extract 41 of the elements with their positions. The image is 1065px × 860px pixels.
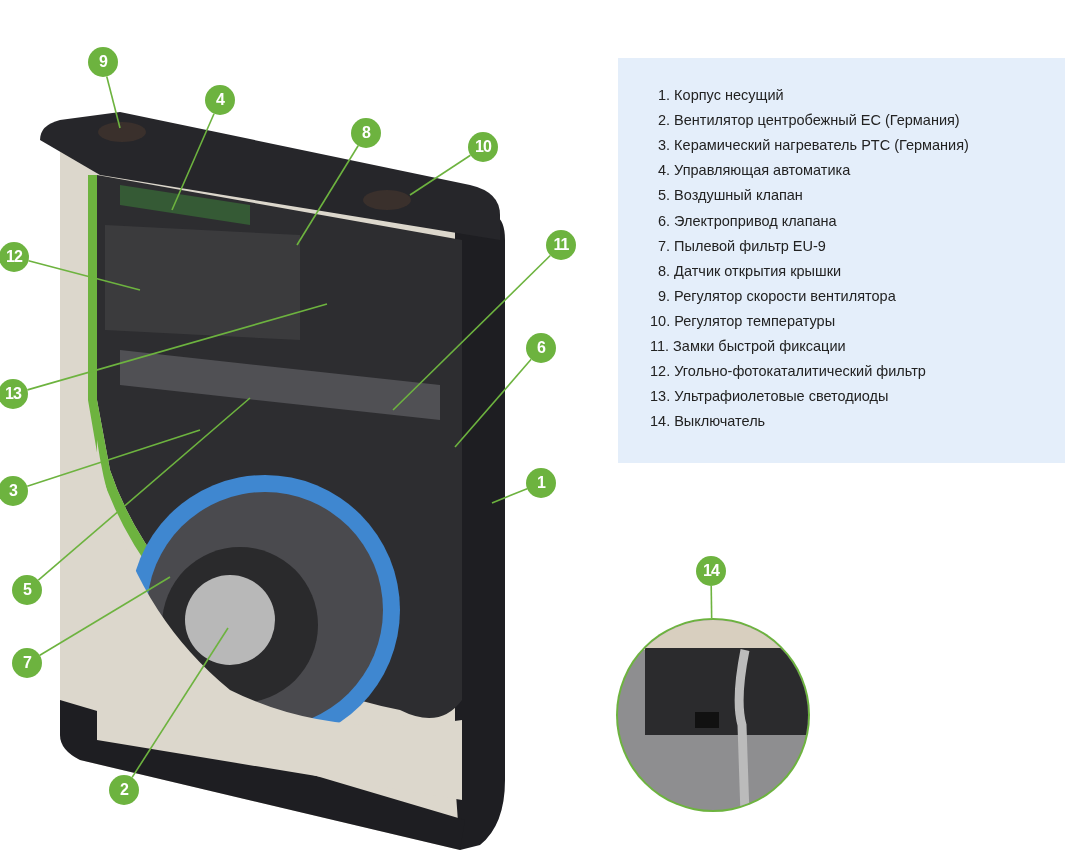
callout-number: 8 [351,118,381,148]
list-item: 14. Выключатель [650,413,766,430]
callout-number: 6 [526,333,556,363]
callout-number: 14 [696,556,726,586]
list-item: 13. Ультрафиолетовые светодиоды [650,388,889,405]
list-item: 1. Корпус несущий [658,87,784,103]
list-item: 8. Датчик открытия крышки [658,262,842,279]
callout-number: 12 [0,242,29,272]
leader-line [37,397,251,581]
list-item: 5. Воздушный клапан [658,187,803,204]
callout-number: 9 [88,47,118,77]
list-item: 7. Пылевой фильтр EU-9 [658,237,826,254]
list-item: 12. Угольно-фотокаталитический фильтр [650,363,926,380]
leader-line [296,144,359,246]
leader-line [105,75,121,129]
leader-line [26,429,201,488]
list-item: 4. Управляющая автоматика [658,162,851,179]
leader-line [131,627,229,779]
list-item: 9. Регулятор скорости вентилятора [658,287,896,304]
callout-number: 1 [526,468,556,498]
leader-line [409,154,472,196]
callout-number: 10 [468,132,498,162]
callout-number: 7 [12,648,42,678]
leader-line [39,576,171,657]
callout-number: 13 [0,379,28,409]
callout-number: 2 [109,775,139,805]
list-item: 11. Замки быстрой фиксации [650,338,846,354]
callout-number: 5 [12,575,42,605]
callout-number: 4 [205,85,235,115]
list-item: 2. Вентилятор центробежный ЕС (Германия) [658,112,960,129]
list-item: 10. Регулятор температуры [650,312,836,329]
callout-number: 11 [546,230,576,260]
leader-line [392,254,552,411]
leader-line [27,260,141,291]
leader-line [454,358,532,448]
callout-number: 3 [0,476,28,506]
leader-line [710,585,713,619]
list-item: 6. Электропривод клапана [658,212,837,229]
leader-line [491,487,528,504]
leader-line [26,303,328,391]
list-item: 3. Керамический нагреватель PTC (Германия) [658,137,969,154]
